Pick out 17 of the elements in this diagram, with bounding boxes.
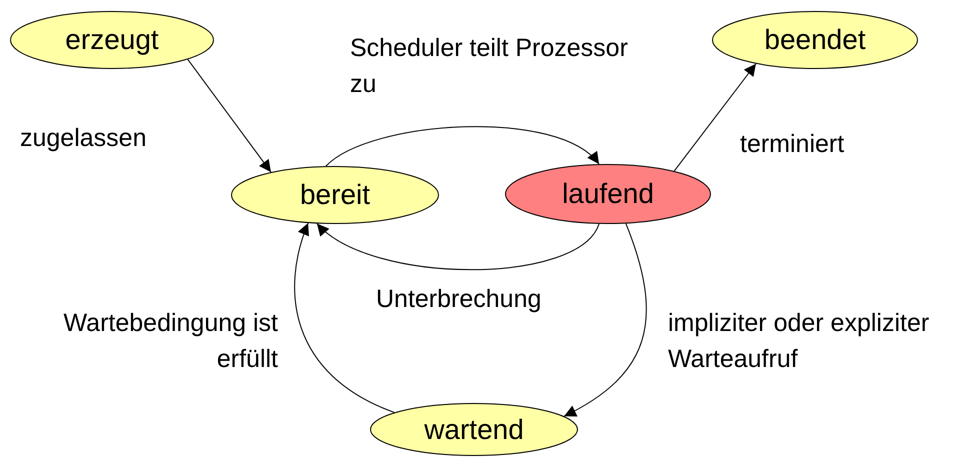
edge-label: terminiert bbox=[740, 129, 846, 160]
arrow bbox=[564, 223, 647, 417]
edge-label: impliziter oder expliziter Warteaufruf bbox=[668, 308, 930, 375]
edge-label: zugelassen bbox=[20, 123, 148, 154]
arrow bbox=[316, 223, 600, 270]
edge-label: Unterbrechung bbox=[376, 284, 542, 315]
arrow bbox=[187, 58, 272, 173]
edge-label: Wartebedingung ist erfüllt bbox=[62, 308, 278, 375]
state-label: beendet bbox=[764, 24, 866, 56]
arrow bbox=[325, 126, 600, 167]
state-label: wartend bbox=[424, 414, 524, 446]
arrow bbox=[294, 222, 395, 413]
state-label: bereit bbox=[300, 179, 370, 211]
state-label: laufend bbox=[562, 178, 654, 210]
edge-label: Scheduler teilt Prozessor zu bbox=[350, 33, 629, 100]
arrow bbox=[674, 63, 756, 172]
state-label: erzeugt bbox=[65, 24, 159, 56]
